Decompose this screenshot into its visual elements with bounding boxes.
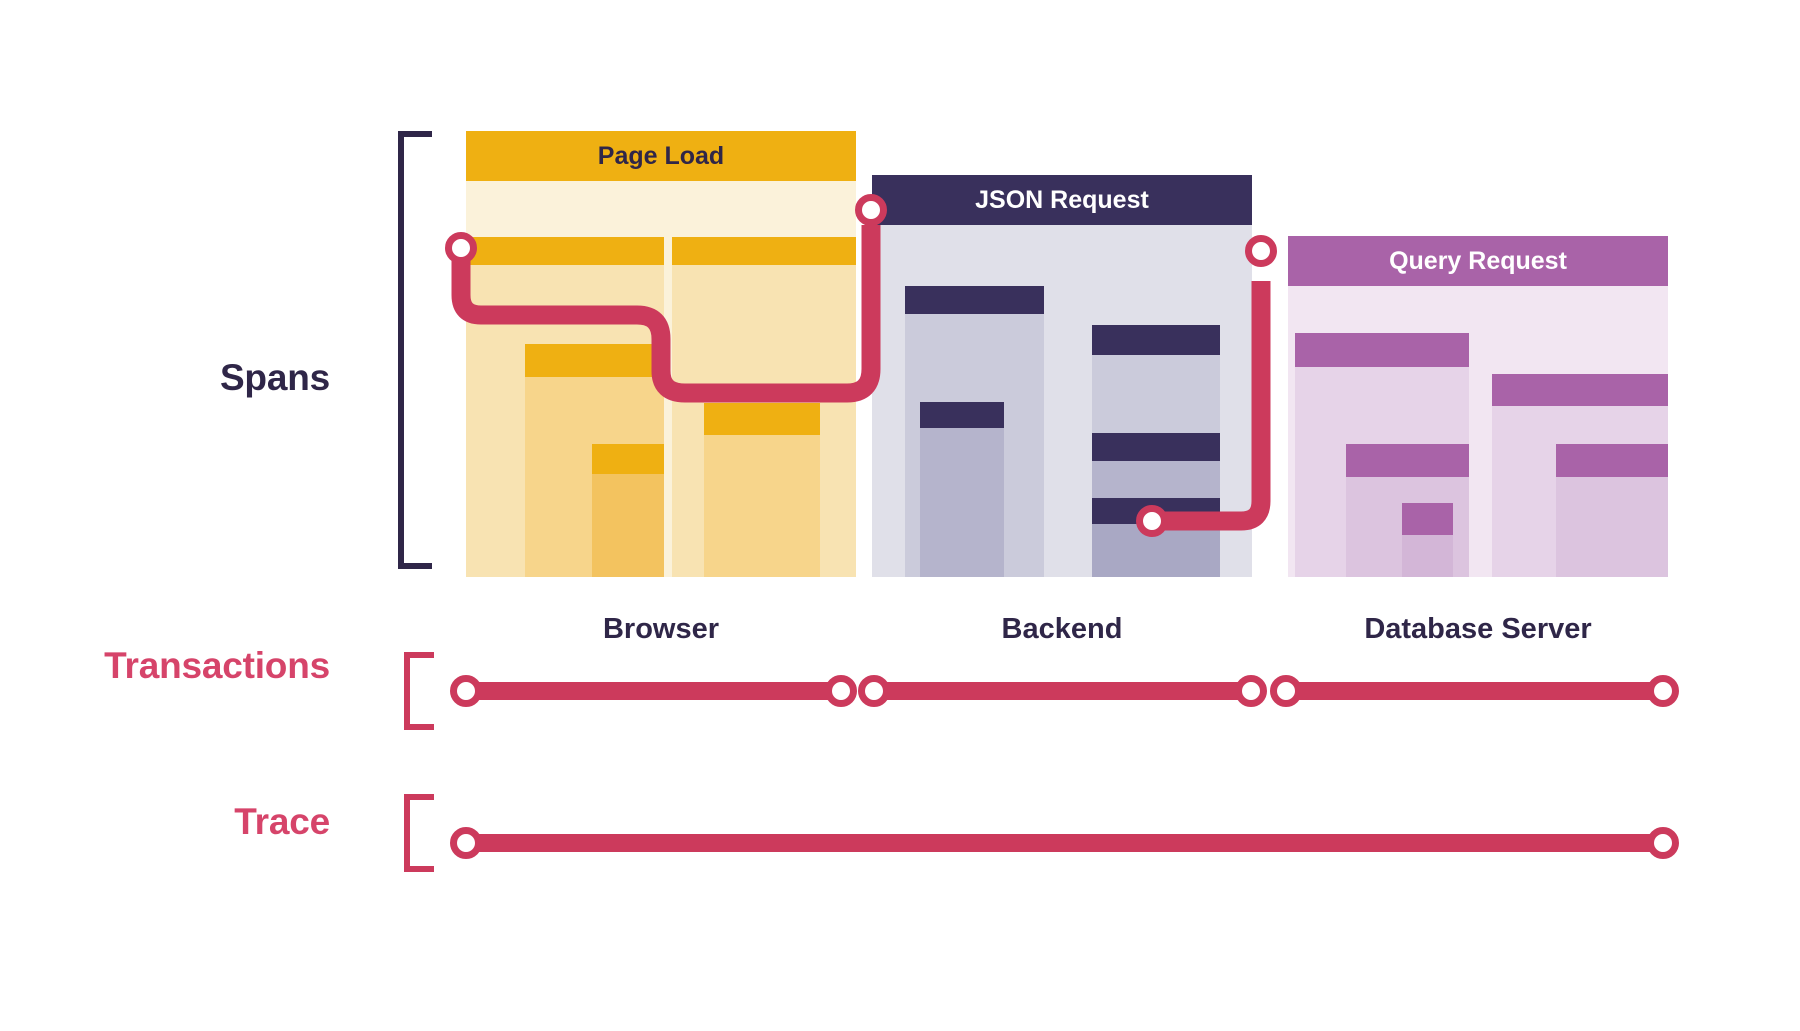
span-header-label: JSON Request	[975, 185, 1149, 214]
spans-bracket	[398, 131, 432, 569]
span-header-label: Query Request	[1389, 246, 1567, 275]
span-bar-cap	[592, 444, 664, 474]
span-header-json-request: JSON Request	[872, 175, 1252, 225]
transaction-node-backend-end	[1235, 675, 1267, 707]
span-bar-cap	[466, 237, 664, 265]
span-bar-cap	[1402, 503, 1453, 535]
span-header-page-load: Page Load	[466, 131, 856, 181]
span-column-browser: Page Load	[466, 131, 856, 577]
transaction-segment-browser	[465, 682, 840, 700]
span-header-query-request: Query Request	[1288, 236, 1668, 286]
span-bar-cap	[672, 237, 856, 265]
transaction-node-backend-start	[858, 675, 890, 707]
transaction-node-database-start	[1270, 675, 1302, 707]
row-label-trace: Trace	[234, 801, 330, 842]
span-connector-node-database-start	[1245, 235, 1277, 267]
span-bar-cap	[1346, 444, 1469, 477]
trace-node-end	[1647, 827, 1679, 859]
trace-segment	[465, 834, 1662, 852]
transaction-segment-backend	[873, 682, 1250, 700]
span-bar-cap	[920, 402, 1004, 428]
span-bar-cap	[704, 403, 820, 435]
transactions-bracket	[404, 652, 434, 730]
span-bar-cap	[1092, 325, 1220, 355]
column-caption-backend: Backend	[1001, 613, 1123, 645]
span-bar-cap	[1492, 374, 1668, 406]
span-bar-l2-a	[920, 402, 1004, 577]
transaction-node-browser-start	[450, 675, 482, 707]
span-bar-l3-a	[1402, 503, 1453, 577]
span-bar-l2-b	[1556, 444, 1668, 577]
span-bar-l2-b	[704, 403, 820, 577]
span-column-database: Query Request	[1288, 236, 1668, 577]
trace-node-start	[450, 827, 482, 859]
column-caption-database: Database Server	[1364, 613, 1592, 645]
transaction-node-browser-end	[825, 675, 857, 707]
span-connector-node-backend-end	[1136, 505, 1168, 537]
transaction-segment-database	[1285, 682, 1662, 700]
span-connector-node-browser-start	[445, 232, 477, 264]
row-label-spans: Spans	[219, 357, 330, 398]
span-bar-cap	[525, 344, 664, 377]
span-bar-cap	[1092, 433, 1220, 461]
column-caption-browser: Browser	[602, 613, 720, 645]
span-bar-cap	[1295, 333, 1469, 367]
transaction-node-database-end	[1647, 675, 1679, 707]
span-bar-l3-a	[592, 444, 664, 577]
span-bar-cap	[1556, 444, 1668, 477]
span-connector-node-backend-start	[855, 194, 887, 226]
trace-bracket	[404, 794, 434, 872]
span-bar-cap	[905, 286, 1044, 314]
span-header-label: Page Load	[597, 141, 725, 170]
row-label-transactions: Transactions	[104, 645, 330, 686]
span-column-backend: JSON Request	[872, 175, 1252, 577]
